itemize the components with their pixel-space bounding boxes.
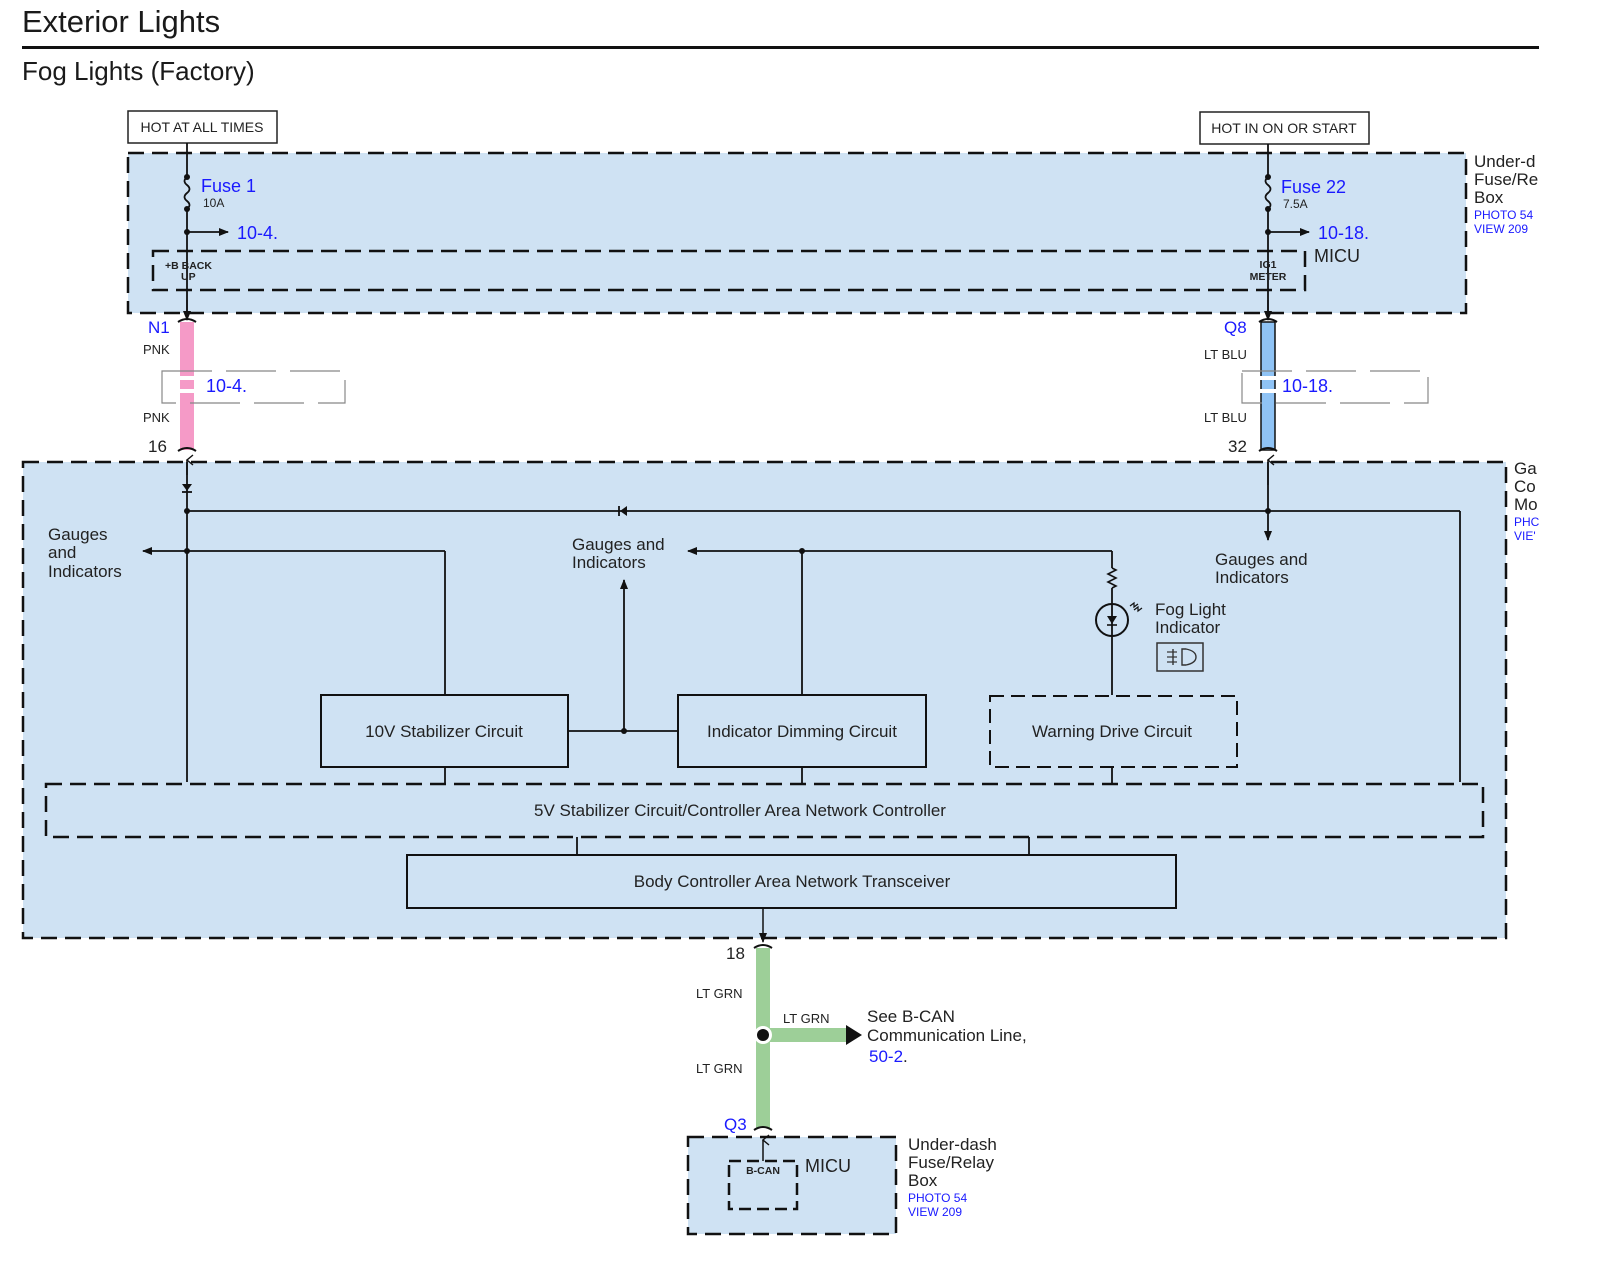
fog-light-indicator-line1: Fog Light bbox=[1155, 600, 1226, 619]
diode-left-icon bbox=[182, 484, 192, 491]
gauge-module-photo-link[interactable]: PHC bbox=[1514, 515, 1540, 529]
fuse-1-ref-link[interactable]: 10-4. bbox=[237, 223, 278, 243]
wire-lt-blu bbox=[1260, 321, 1276, 451]
terminal-ig1-line1: IG1 bbox=[1260, 259, 1277, 271]
wire-right-color-top: LT BLU bbox=[1204, 347, 1247, 362]
fuse-22-name: Fuse 22 bbox=[1281, 177, 1346, 197]
bottom-module-view-link[interactable]: VIEW 209 bbox=[908, 1205, 962, 1219]
micu-bottom-label: MICU bbox=[805, 1156, 851, 1176]
gauges-left-line1: Gauges bbox=[48, 525, 108, 544]
fog-light-indicator-lamp-icon bbox=[1095, 603, 1129, 637]
pin-16: 16 bbox=[148, 437, 167, 456]
wire-pnk bbox=[180, 322, 194, 450]
top-module-name-2: Fuse/Re bbox=[1474, 170, 1538, 189]
wire-bottom-color-lower: LT GRN bbox=[696, 1061, 742, 1076]
fuse-1-symbol bbox=[183, 176, 191, 210]
hot-in-on-or-start-box bbox=[1199, 111, 1370, 145]
connector-q3: Q3 bbox=[724, 1115, 747, 1134]
gauges-right-line1: Gauges and bbox=[1215, 550, 1308, 569]
block-10v-stabilizer-label: 10V Stabilizer Circuit bbox=[365, 722, 523, 741]
block-warning-drive-label: Warning Drive Circuit bbox=[1032, 722, 1192, 741]
hot-at-all-times-label: HOT AT ALL TIMES bbox=[141, 119, 264, 135]
wire-right-color-bottom: LT BLU bbox=[1204, 410, 1247, 425]
wire-right-ref-link[interactable]: 10-18. bbox=[1282, 376, 1333, 396]
bcan-ref-link[interactable]: 50-2 bbox=[869, 1047, 903, 1066]
splice-point bbox=[757, 1029, 769, 1041]
gauge-module-name-3: Mo bbox=[1514, 495, 1538, 514]
block-can-transceiver bbox=[406, 854, 1177, 909]
micu-bottom-unit bbox=[727, 1159, 799, 1211]
resistor-icon bbox=[1106, 567, 1118, 589]
bottom-module-name-2: Fuse/Relay bbox=[908, 1153, 994, 1172]
ref-box-left bbox=[161, 370, 346, 404]
block-can-controller-label: 5V Stabilizer Circuit/Controller Area Ne… bbox=[534, 801, 946, 820]
wire-bottom-color-upper: LT GRN bbox=[696, 986, 742, 1001]
gauges-left-line3: Indicators bbox=[48, 562, 122, 581]
bcan-note-line1: See B-CAN bbox=[867, 1007, 955, 1026]
pin-32: 32 bbox=[1228, 437, 1247, 456]
bottom-module-photo-link[interactable]: PHOTO 54 bbox=[908, 1191, 967, 1205]
connector-n1: N1 bbox=[148, 318, 170, 337]
fuse-22-ref-link[interactable]: 10-18. bbox=[1318, 223, 1369, 243]
top-module-photo-link[interactable]: PHOTO 54 bbox=[1474, 208, 1533, 222]
hot-at-all-times-box bbox=[127, 110, 278, 144]
block-can-transceiver-label: Body Controller Area Network Transceiver bbox=[634, 872, 951, 891]
wire-left-color-bottom: PNK bbox=[143, 410, 170, 425]
wire-lt-grn-branch bbox=[770, 1028, 848, 1042]
fuse-22-symbol bbox=[1264, 176, 1272, 210]
section-title: Exterior Lights bbox=[22, 4, 221, 39]
gauge-module-view-link[interactable]: VIE' bbox=[1514, 529, 1536, 543]
bcan-ref-suffix: . bbox=[903, 1047, 908, 1066]
pin-18: 18 bbox=[726, 944, 745, 963]
diagram-title: Fog Lights (Factory) bbox=[22, 56, 255, 86]
fuse-1-rating: 10A bbox=[203, 196, 224, 210]
terminal-ig1-line2: METER bbox=[1250, 271, 1287, 283]
wire-left-color-top: PNK bbox=[143, 342, 170, 357]
gauges-left-line2: and bbox=[48, 543, 76, 562]
block-warning-drive bbox=[989, 695, 1238, 768]
wire-branch-color: LT GRN bbox=[783, 1011, 829, 1026]
top-module-view-link[interactable]: VIEW 209 bbox=[1474, 222, 1528, 236]
ref-box-right bbox=[1241, 370, 1429, 404]
fuse-1-name: Fuse 1 bbox=[201, 176, 256, 196]
top-module-name-1: Under-d bbox=[1474, 152, 1535, 171]
block-indicator-dimming-label: Indicator Dimming Circuit bbox=[707, 722, 897, 741]
bottom-module-name-3: Box bbox=[908, 1171, 938, 1190]
fog-light-indicator-line2: Indicator bbox=[1155, 618, 1221, 637]
gauges-center-line1: Gauges and bbox=[572, 535, 665, 554]
bcan-note-ref-line: 50-2. bbox=[869, 1047, 908, 1066]
gauge-module-name-1: Ga bbox=[1514, 459, 1537, 478]
micu-top-label: MICU bbox=[1314, 246, 1360, 266]
hot-in-on-or-start-label: HOT IN ON OR START bbox=[1211, 120, 1357, 136]
wire-left-ref-link[interactable]: 10-4. bbox=[206, 376, 247, 396]
terminal-b-can: B-CAN bbox=[746, 1165, 780, 1177]
diode-top-bus-icon bbox=[620, 506, 627, 516]
terminal-b-backup-line2: UP bbox=[181, 271, 196, 283]
title-divider bbox=[22, 46, 1539, 49]
gauges-center-line2: Indicators bbox=[572, 553, 646, 572]
micu-top-unit bbox=[151, 249, 1307, 292]
gauges-right-line2: Indicators bbox=[1215, 568, 1289, 587]
connector-q8: Q8 bbox=[1224, 318, 1247, 337]
top-module-name-3: Box bbox=[1474, 188, 1504, 207]
light-emission-icon bbox=[1129, 601, 1143, 613]
fuse-22-rating: 7.5A bbox=[1283, 197, 1308, 211]
bottom-module-name-1: Under-dash bbox=[908, 1135, 997, 1154]
bcan-branch-arrow bbox=[846, 1025, 862, 1045]
block-can-controller bbox=[44, 782, 1485, 839]
bcan-note-line2: Communication Line, bbox=[867, 1026, 1027, 1045]
gauge-control-module bbox=[21, 460, 1508, 940]
terminal-b-backup-line1: +B BACK bbox=[165, 260, 212, 272]
gauge-module-name-2: Co bbox=[1514, 477, 1536, 496]
top-fuse-box-module bbox=[126, 151, 1468, 315]
bottom-fuse-box-module bbox=[686, 1135, 898, 1236]
fog-light-symbol-icon bbox=[1156, 642, 1204, 672]
